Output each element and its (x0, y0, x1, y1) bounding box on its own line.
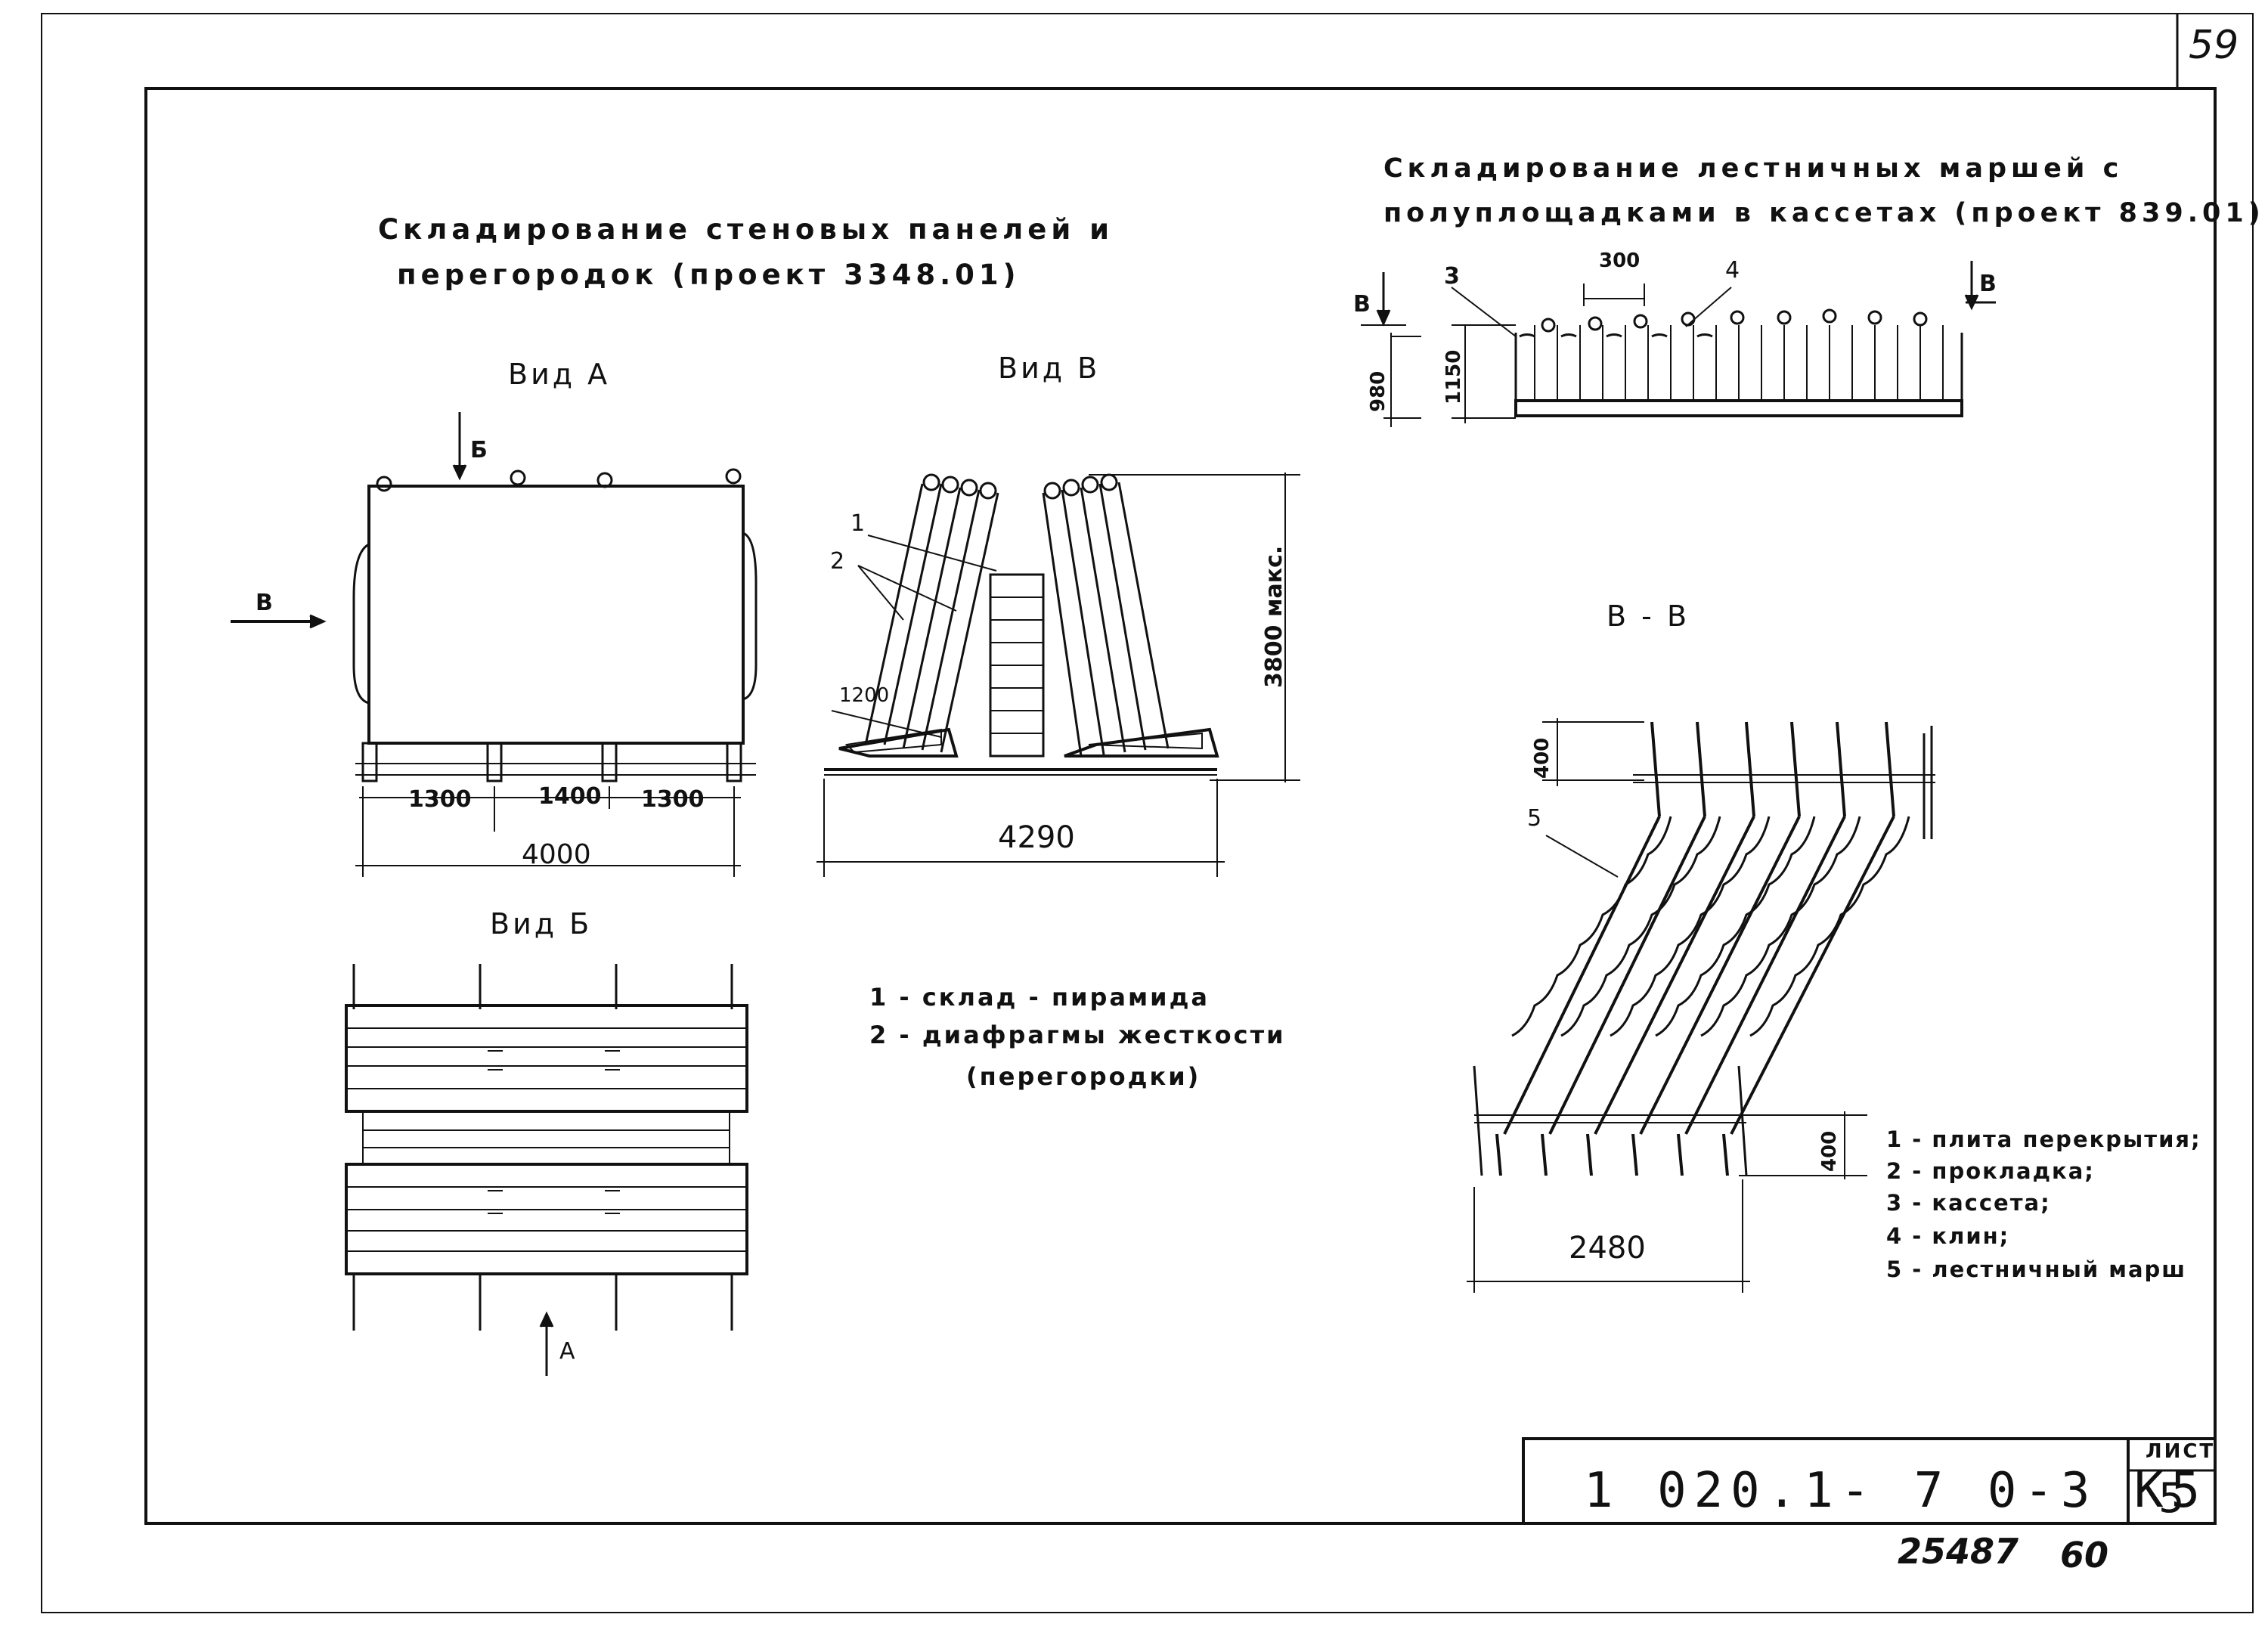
elevation-dim-1150: 1150 (1442, 349, 1465, 404)
view-v-label: Вид В (998, 352, 1101, 385)
view-a-graphic (231, 412, 756, 877)
view-a-label: Вид А (508, 358, 611, 391)
section-vv-label: В - В (1606, 600, 1690, 633)
view-a-dim-3: 1300 (641, 786, 705, 813)
view-v-height: 3800 макс. (1261, 545, 1287, 688)
elevation-callout-4: 4 (1725, 257, 1740, 284)
view-b-label: Вид Б (490, 907, 593, 940)
right-legend-5: 5 - лестничный марш (1886, 1256, 2187, 1282)
view-a-arrow-b-label: Б (470, 437, 488, 463)
view-a-arrow-v-label: В (256, 590, 273, 616)
left-legend-2: 2 - диафрагмы жесткости (869, 1021, 1286, 1049)
view-v-graphic (816, 473, 1300, 877)
right-title-line2: полуплощадками в кассетах (проект 839.01… (1383, 198, 2265, 228)
left-legend-3: (перегородки) (966, 1062, 1201, 1091)
section-total: 2480 (1569, 1231, 1646, 1266)
section-callout-5: 5 (1527, 805, 1542, 832)
cassette-elevation-graphic (1361, 261, 1996, 427)
left-legend-1: 1 - склад - пирамида (869, 983, 1210, 1012)
right-legend-2: 2 - прокладка; (1886, 1158, 2095, 1184)
section-dim-top: 400 (1531, 737, 1554, 779)
handwritten-note-2: 60 (2060, 1535, 2109, 1576)
view-v-total: 4290 (998, 820, 1075, 855)
view-a-dim-2: 1400 (538, 783, 602, 810)
view-b-arrow-a-label: А (559, 1338, 575, 1365)
right-legend-1: 1 - плита перекрытия; (1886, 1126, 2201, 1152)
view-a-dim-1: 1300 (408, 786, 472, 813)
section-dim-bottom: 400 (1818, 1130, 1841, 1172)
right-legend-3: 3 - кассета; (1886, 1190, 2051, 1216)
left-title-line2: перегородок (проект 3348.01) (397, 259, 1021, 291)
view-v-dim-1200: 1200 (839, 684, 890, 707)
page-number: 59 (2189, 23, 2239, 68)
sheet-number: 5 (2158, 1474, 2185, 1522)
title-block (1523, 1439, 2215, 1523)
right-legend-4: 4 - клин; (1886, 1223, 2010, 1249)
inner-frame (146, 88, 2215, 1523)
handwritten-note-1: 25487 (1898, 1531, 2019, 1572)
left-title-line1: Складирование стеновых панелей и (378, 213, 1114, 246)
elevation-callout-3: 3 (1444, 263, 1460, 290)
outer-frame (42, 14, 2253, 1613)
view-a-total: 4000 (522, 839, 591, 870)
elevation-dim-980: 980 (1367, 370, 1390, 412)
right-title-line1: Складирование лестничных маршей с (1383, 153, 2124, 184)
elevation-arrow-left-label: В (1353, 291, 1371, 318)
section-vv-graphic (1467, 718, 1935, 1293)
view-v-callout-2: 2 (830, 548, 845, 575)
view-b-graphic (346, 964, 747, 1376)
document-code: 1 020.1- 7 0-3 К5 (1584, 1463, 2208, 1519)
view-v-callout-1: 1 (850, 510, 866, 537)
sheet-label: ЛИСТ (2146, 1440, 2216, 1463)
elevation-arrow-right-label: В (1979, 271, 1997, 297)
elevation-dim-300: 300 (1599, 249, 1641, 272)
